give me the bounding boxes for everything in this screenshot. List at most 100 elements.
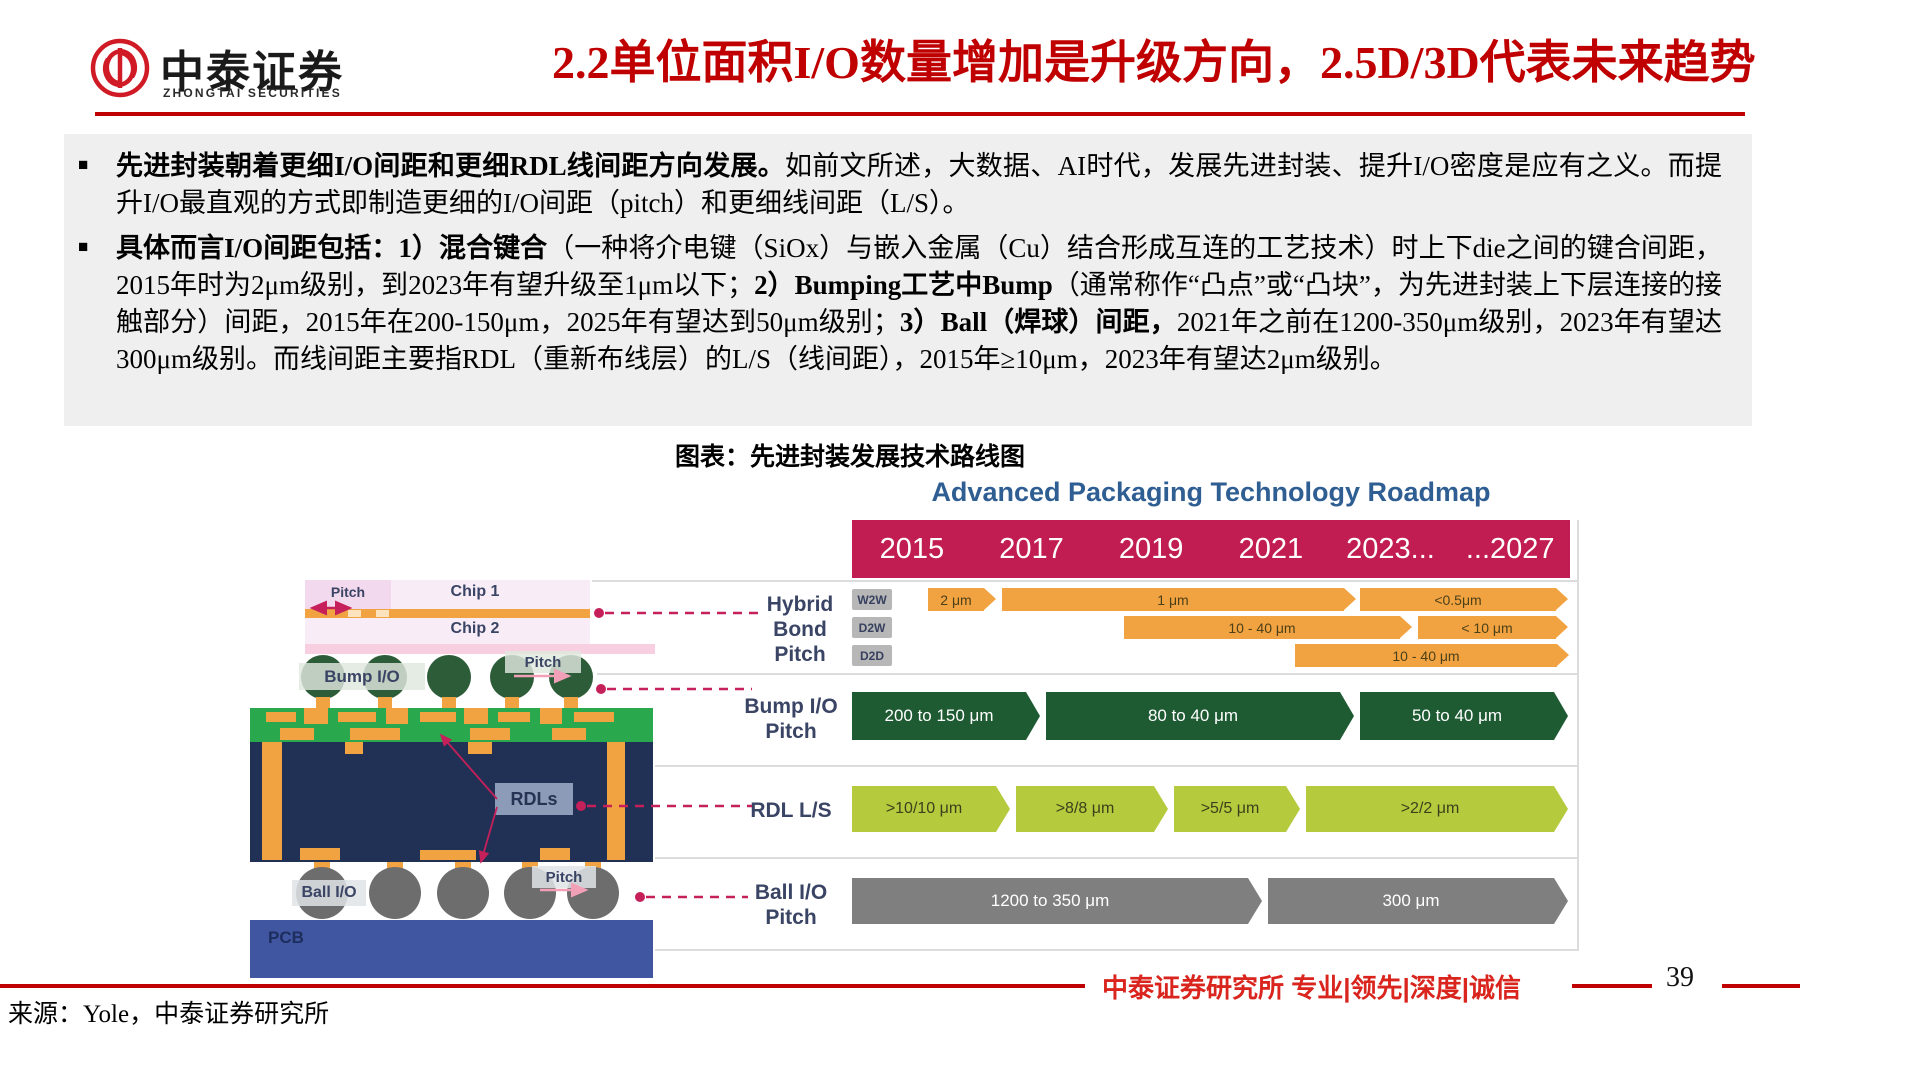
year-label: 2023...	[1346, 532, 1435, 565]
via	[262, 742, 282, 860]
roadmap-arrow-w2w: <0.5μm	[1360, 588, 1568, 611]
roadmap-arrow-d2w: < 10 μm	[1418, 616, 1568, 639]
year-label: 2021	[1238, 532, 1304, 565]
chart-right-border	[1577, 520, 1579, 951]
header-divider	[95, 112, 1745, 116]
year-header-band: 2015 2017 2019 2021 2023... ...2027	[852, 520, 1570, 578]
bump-stub	[505, 697, 519, 711]
roadmap-arrow-bump: 80 to 40 μm	[1046, 692, 1354, 740]
zhongtai-logo-icon	[90, 38, 150, 98]
copper-pad	[552, 728, 586, 740]
via	[607, 742, 625, 860]
leader-dot	[594, 608, 604, 618]
solder-ball	[369, 867, 421, 919]
bullet-text: 具体而言I/O间距包括：1）混合键合（一种将介电键（SiOx）与嵌入金属（Cu）…	[116, 233, 1722, 374]
badge-d2d: D2D	[852, 645, 892, 666]
copper-pad	[470, 728, 510, 740]
copper-pad	[574, 712, 614, 722]
row-label-hybrid-bond-pitch: Hybrid Bond Pitch	[756, 592, 844, 667]
bullet-marker: ■	[78, 237, 89, 256]
footer-rule-right	[1722, 984, 1800, 988]
brand-name-cn: 中泰证券	[160, 48, 344, 97]
chip2-label: Chip 2	[450, 620, 500, 637]
footer-rule-mid	[1572, 984, 1652, 988]
source-note: 来源：Yole，中泰证券研究所	[8, 1001, 330, 1028]
pitch-label-ball: Pitch	[532, 866, 596, 888]
rdl-trace	[420, 850, 476, 860]
copper-pad	[464, 708, 488, 724]
row-label-line: Pitch	[765, 720, 817, 743]
copper-pad	[338, 712, 376, 722]
roadmap-arrow-ball: 300 μm	[1268, 878, 1568, 924]
badge-w2w: W2W	[852, 589, 892, 610]
bump-io-label: Bump I/O	[299, 663, 425, 690]
row-label-line: Bond	[773, 618, 827, 641]
bump-stub	[316, 697, 330, 711]
rdl-trace	[300, 848, 340, 860]
year-label: ...2027	[1465, 532, 1555, 565]
row-label-line: Bump I/O	[744, 695, 838, 718]
via	[345, 742, 363, 754]
row-label-line: Pitch	[765, 906, 817, 929]
copper-pad	[540, 708, 562, 724]
page-number: 39	[1666, 962, 1694, 993]
year-label: 2017	[999, 532, 1064, 565]
roadmap-arrow-w2w: 1 μm	[1002, 588, 1356, 611]
roadmap-arrow-rdl: >5/5 μm	[1174, 786, 1300, 832]
bump-ball	[427, 655, 471, 699]
row-divider	[597, 673, 1578, 675]
row-label-line: Ball I/O	[754, 881, 828, 904]
row-divider	[655, 765, 1578, 767]
chip-underfill-strip	[305, 644, 655, 654]
footer-rule-left	[0, 984, 1085, 988]
bullet-marker: ■	[78, 155, 89, 174]
bump-stub	[442, 697, 456, 711]
pitch-label-top: Pitch	[330, 584, 366, 600]
ball-pad	[387, 862, 403, 870]
ball-io-label: Ball I/O	[292, 880, 366, 906]
rdls-label: RDLs	[495, 783, 573, 815]
footer-slogan: 中泰证券研究所 专业|领先|深度|诚信	[1102, 973, 1522, 1003]
row-label-rdl-ls: RDL L/S	[750, 799, 832, 822]
roadmap-arrow-ball: 1200 to 350 μm	[852, 878, 1262, 924]
solder-ball	[437, 867, 489, 919]
substrate	[250, 742, 653, 862]
roadmap-arrow-bump: 50 to 40 μm	[1360, 692, 1568, 740]
bond-pad	[376, 610, 389, 617]
roadmap-arrow-w2w: 2 μm	[928, 588, 996, 611]
copper-pad	[280, 728, 314, 740]
page-title: 2.2单位面积I/O数量增加是升级方向，2.5D/3D代表未来趋势	[552, 37, 1756, 88]
roadmap-arrow-rdl: >2/2 μm	[1306, 786, 1568, 832]
copper-pad	[420, 712, 456, 722]
roadmap-arrow-bump: 200 to 150 μm	[852, 692, 1040, 740]
leader-dot	[596, 684, 606, 694]
row-label-bump-io-pitch: Bump I/O Pitch	[736, 694, 846, 744]
bullet-paragraph: ■先进封装朝着更细I/O间距和更细RDL线间距方向发展。如前文所述，大数据、AI…	[64, 148, 1752, 222]
brand-name-en: ZHONGTAI SECURITIES	[163, 86, 342, 100]
row-label-line: Pitch	[774, 643, 826, 666]
row-divider	[655, 857, 1578, 859]
copper-pad	[386, 708, 408, 724]
roadmap-arrow-d2w: 10 - 40 μm	[1124, 616, 1412, 639]
via	[468, 742, 492, 754]
roadmap-arrow-rdl: >8/8 μm	[1016, 786, 1168, 832]
row-label-line: Hybrid	[766, 593, 834, 616]
row-label-ball-io-pitch: Ball I/O Pitch	[736, 880, 846, 930]
leader-dot	[635, 892, 645, 902]
chip1-label: Chip 1	[450, 583, 500, 600]
row-divider	[655, 949, 1578, 951]
bullet-paragraph: ■ 具体而言I/O间距包括：1）混合键合（一种将介电键（SiOx）与嵌入金属（Cu…	[64, 230, 1752, 378]
badge-d2w: D2W	[852, 617, 892, 638]
pitch-label-bump: Pitch	[505, 651, 581, 673]
rdl-trace	[540, 848, 570, 860]
ball-pad	[455, 862, 471, 870]
pcb-label: PCB	[268, 928, 304, 947]
roadmap-arrow-rdl: >10/10 μm	[852, 786, 1010, 832]
roadmap-arrow-d2d: 10 - 40 μm	[1295, 644, 1569, 667]
year-label: 2015	[879, 532, 945, 565]
row-divider	[592, 580, 1578, 582]
copper-pad	[266, 712, 296, 722]
copper-pad	[350, 728, 400, 740]
ball-pad	[314, 862, 330, 870]
